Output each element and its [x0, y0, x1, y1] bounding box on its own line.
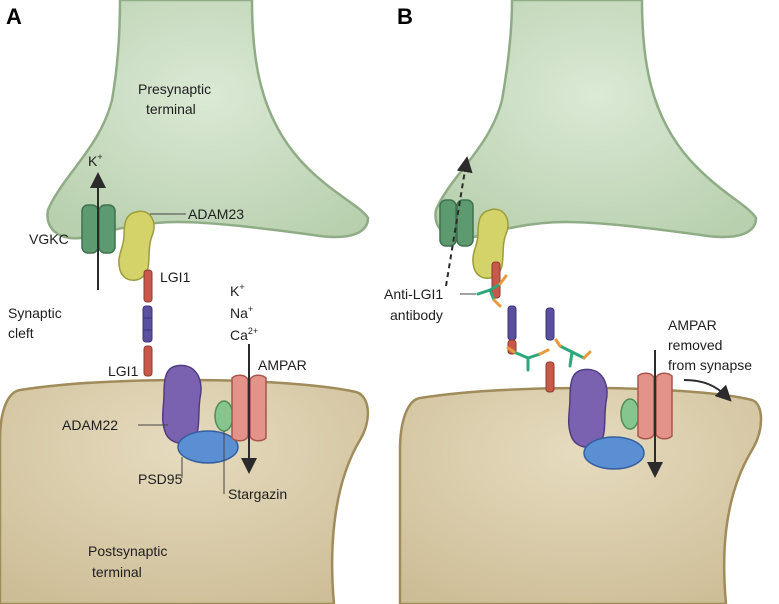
ampar-channel-b — [637, 372, 673, 440]
presynaptic-label-a2: terminal — [146, 101, 196, 117]
removed-label-2: removed — [668, 337, 722, 353]
ion-ca-label: Ca2+ — [230, 326, 258, 343]
postsynaptic-label-a2: terminal — [92, 564, 142, 580]
lgi1-bottom-label: LGI1 — [108, 363, 139, 379]
lgi1-linker-b1 — [507, 305, 517, 355]
antibody-label-1: Anti-LGI1 — [384, 286, 443, 302]
ampar-channel-a — [231, 374, 267, 442]
ion-k-label: K+ — [230, 282, 245, 299]
panel-a-letter: A — [6, 4, 22, 29]
anti-lgi1-antibody-1 — [476, 274, 508, 308]
anti-lgi1-antibody-3 — [554, 338, 592, 368]
blocked-k-arrow — [445, 156, 473, 287]
lgi1-bottom-segment-a — [143, 345, 153, 377]
vgkc-label: VGKC — [29, 231, 69, 247]
vgkc-channel-b — [439, 199, 474, 247]
synaptic-cleft-label-1: Synaptic — [8, 305, 62, 321]
removed-label-1: AMPAR — [668, 317, 717, 333]
antibody-label-2: antibody — [390, 307, 443, 323]
adam22-label: ADAM22 — [62, 417, 118, 433]
psd95-protein-b — [583, 436, 645, 470]
lgi1-top-label: LGI1 — [160, 269, 191, 285]
ion-na-label: Na+ — [230, 304, 253, 321]
postsynaptic-terminal-a — [0, 378, 369, 604]
presynaptic-label-a1: Presynaptic — [138, 81, 211, 97]
vgkc-channel-a — [81, 204, 116, 254]
presynaptic-terminal-b — [434, 0, 758, 240]
adam23-protein-a — [118, 210, 155, 281]
postsynaptic-terminal-b — [398, 386, 763, 604]
adam23-protein-b — [472, 208, 509, 279]
ampar-removal-arrow — [683, 379, 732, 402]
lgi1-top-segment-b — [491, 261, 501, 299]
synaptic-cleft-label-2: cleft — [8, 325, 34, 341]
k-ion-label: K+ — [88, 152, 103, 169]
stargazin-label: Stargazin — [228, 486, 287, 502]
ampar-label: AMPAR — [258, 357, 307, 373]
adam23-label: ADAM23 — [188, 206, 244, 222]
lgi1-linker-b2 — [545, 307, 555, 393]
panel-b-letter: B — [397, 4, 413, 29]
anti-lgi1-antibody-2 — [506, 346, 550, 372]
stargazin-protein-a — [214, 400, 234, 432]
adam22-protein-b — [567, 368, 608, 448]
lgi1-top-segment-a — [143, 269, 153, 303]
psd95-label: PSD95 — [138, 471, 183, 487]
adam22-protein-a — [161, 364, 202, 444]
removed-label-3: from synapse — [668, 357, 752, 373]
stargazin-protein-b — [620, 398, 640, 430]
psd95-protein-a — [177, 430, 239, 464]
presynaptic-terminal-a — [46, 0, 370, 240]
lgi1-linker-a — [142, 305, 153, 343]
postsynaptic-label-a1: Postsynaptic — [88, 543, 167, 559]
